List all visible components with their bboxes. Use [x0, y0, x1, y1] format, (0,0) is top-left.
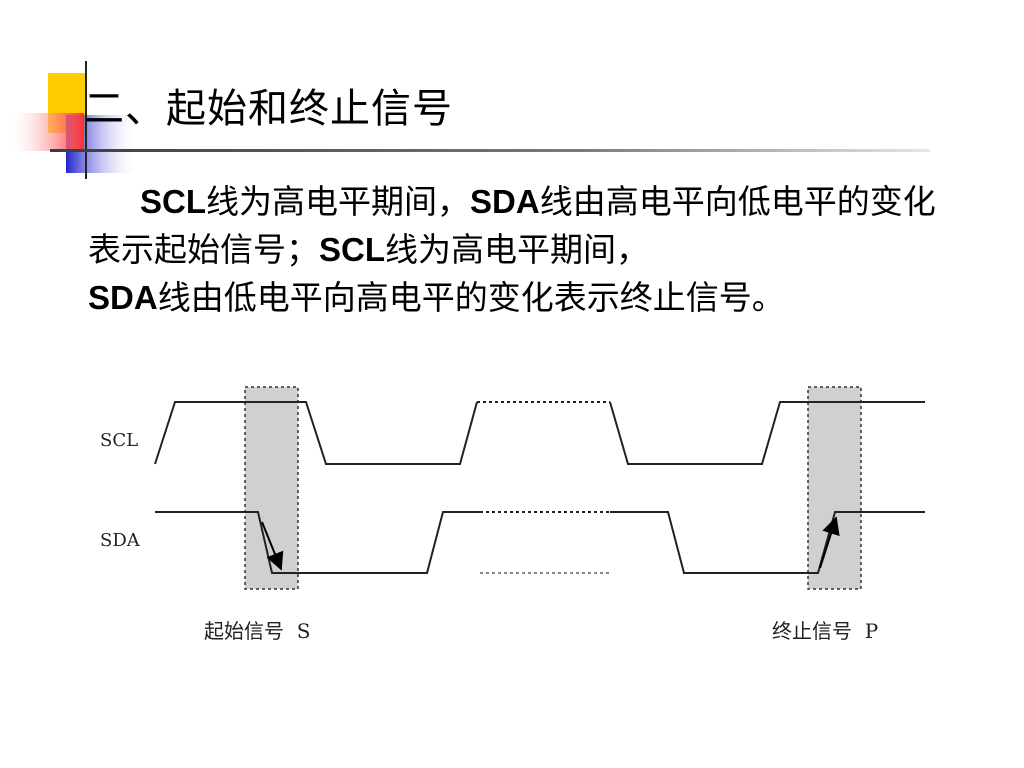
scl-waveform [154, 401, 925, 465]
start-caption: 起始信号 S [204, 619, 310, 643]
stop-arrow-icon [819, 516, 840, 569]
start-condition-box [244, 386, 299, 590]
body-text-3: 线为高电平期间， [385, 230, 649, 269]
scl-label: SCL [100, 430, 138, 451]
stop-condition-box [807, 386, 862, 590]
sda-waveform [155, 511, 925, 574]
body-text-1: 线为高电平期间， [206, 182, 470, 221]
body-term-sda-2: SDA [88, 279, 158, 316]
body-text-4: 线由低电平向高电平的变化表示终止信号。 [157, 278, 785, 317]
body-term-scl-2: SCL [319, 231, 385, 268]
stop-caption: 终止信号 P [772, 619, 878, 643]
body-text-2: 线由高电平向低电平的变化表示起始信号； [88, 182, 936, 269]
body-paragraph: SCL线为高电平期间，SDA线由高电平向低电平的变化表示起始信号；SCL线为高电… [88, 178, 968, 322]
red-block [12, 113, 84, 151]
title-decoration-icon [12, 61, 136, 179]
body-term-sda-1: SDA [470, 183, 540, 220]
start-arrow-icon [261, 521, 284, 571]
slide-title: 二、起始和终止信号 [84, 86, 453, 132]
title-divider [50, 149, 930, 152]
body-term-scl-1: SCL [140, 183, 206, 220]
sda-label: SDA [100, 530, 141, 551]
